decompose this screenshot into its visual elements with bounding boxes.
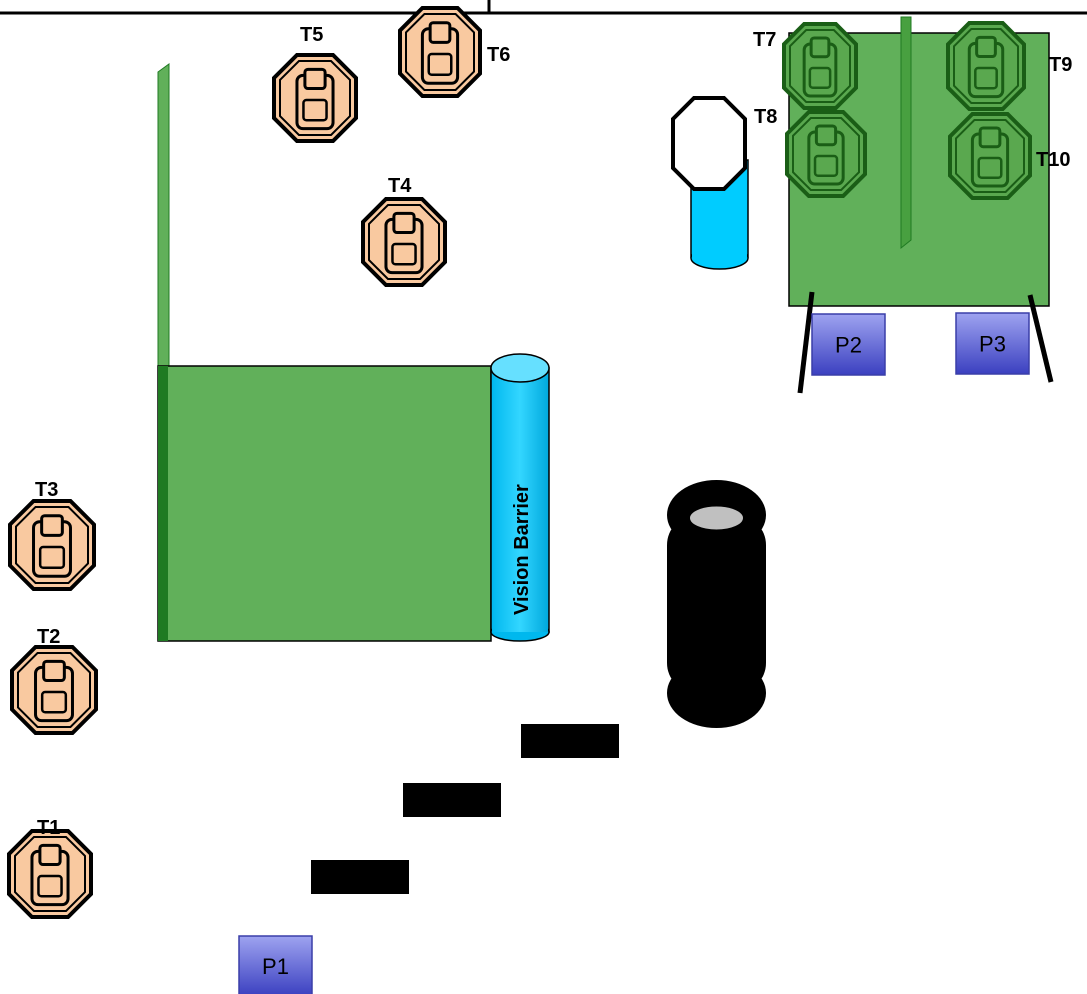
person-icon-t3 <box>8 499 96 591</box>
main-green-wall <box>157 365 492 642</box>
person-icon-t2 <box>10 645 98 735</box>
label-t9: T9 <box>1049 54 1072 76</box>
right-divider-post <box>900 16 912 250</box>
person-icon-t6 <box>398 6 482 98</box>
left-wall-post <box>157 63 170 367</box>
barrel-stack <box>667 480 766 728</box>
label-t4: T4 <box>388 175 412 197</box>
person-icon-t7 <box>782 22 858 110</box>
person-icon-t4 <box>361 197 447 287</box>
label-t1: T1 <box>37 817 60 839</box>
right-wall-leg-left <box>797 291 815 394</box>
position-label-p1: P1 <box>262 954 289 979</box>
label-t10: T10 <box>1036 149 1070 171</box>
position-marker-p2: P2 <box>811 313 886 376</box>
person-icon-t1 <box>7 829 93 919</box>
person-icon-t9 <box>946 21 1026 111</box>
targets-group <box>7 6 1032 919</box>
position-marker-p1: P1 <box>238 935 313 994</box>
label-t2: T2 <box>37 626 60 648</box>
label-t6: T6 <box>487 44 510 66</box>
step-block-2 <box>403 783 501 817</box>
positions-group: P1 P2 P3 <box>238 312 1030 994</box>
person-icon-t10 <box>948 112 1032 200</box>
vision-barrier: Vision Barrier <box>490 353 550 642</box>
right-wall-leg-right <box>1027 294 1054 383</box>
label-t3: T3 <box>35 479 58 501</box>
position-marker-p3: P3 <box>955 312 1030 375</box>
position-label-p2: P2 <box>835 333 862 358</box>
step-block-1 <box>521 724 619 758</box>
step-block-3 <box>311 860 409 894</box>
main-green-wall-edge <box>158 366 168 641</box>
label-t5: T5 <box>300 24 323 46</box>
vision-barrier-label: Vision Barrier <box>511 484 533 615</box>
t8-octagon-icon <box>671 96 747 191</box>
label-t7: T7 <box>753 29 776 51</box>
person-icon-t5 <box>272 53 358 143</box>
label-t8: T8 <box>754 106 777 128</box>
position-label-p3: P3 <box>979 332 1006 357</box>
person-icon-t7-lower <box>785 110 867 198</box>
